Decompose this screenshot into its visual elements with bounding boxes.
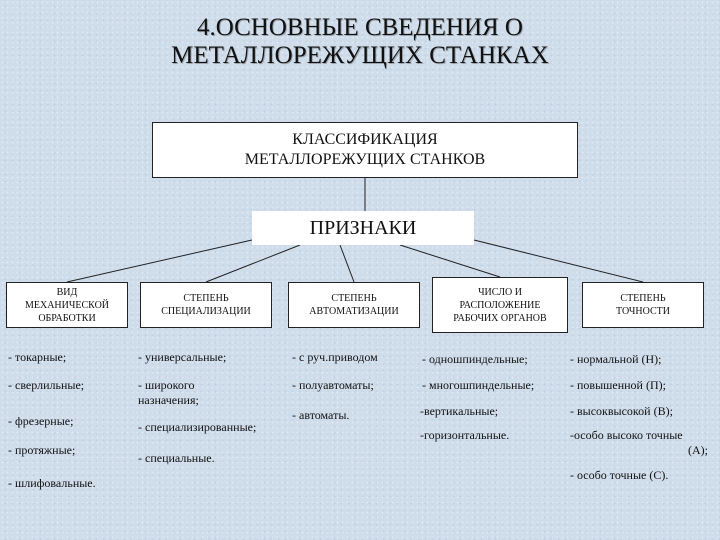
list-item: - фрезерные; (8, 414, 74, 428)
classification-box: КЛАССИФИКАЦИЯ МЕТАЛЛОРЕЖУЩИХ СТАНКОВ (152, 122, 578, 178)
list-item: - протяжные; (8, 443, 76, 457)
classification-line-1: КЛАССИФИКАЦИЯ (292, 131, 438, 148)
connector-signs-cat3 (339, 244, 355, 283)
title-line-1: 4.ОСНОВНЫЕ СВЕДЕНИЯ О (197, 14, 523, 41)
list-item: - специализированные; (138, 420, 257, 434)
list-item: - высоквысокой (В); (570, 404, 673, 418)
list-item: - полуавтоматы; (292, 378, 374, 392)
connector-signs-cat2 (205, 244, 301, 283)
category-line: ТОЧНОСТИ (615, 306, 670, 317)
connector-signs-cat1 (66, 239, 253, 283)
connector-signs-cat4 (399, 244, 501, 278)
list-item: - особо точные (С). (570, 468, 669, 482)
list-item: - токарные; (8, 350, 67, 364)
list-item: - нормальной (Н); (570, 352, 662, 366)
list-item: - сверлильные; (8, 378, 85, 392)
list-item: - автоматы. (292, 408, 350, 422)
list-item: - повышенной (П); (570, 378, 666, 392)
list-item: - универсальные; (138, 350, 227, 364)
category-line: СТЕПЕНЬ (183, 293, 229, 304)
category-specialization: СТЕПЕНЬ СПЕЦИАЛИЗАЦИИ (140, 282, 272, 328)
list-item: -горизонтальные. (420, 428, 510, 442)
category-line: АВТОМАТИЗАЦИИ (309, 306, 399, 317)
title-line-2: МЕТАЛЛОРЕЖУЩИХ СТАНКАХ (171, 42, 549, 69)
list-item: - специальные. (138, 451, 215, 465)
category-line: РАСПОЛОЖЕНИЕ (459, 299, 541, 311)
category-accuracy: СТЕПЕНЬ ТОЧНОСТИ (582, 282, 704, 328)
category-automation: СТЕПЕНЬ АВТОМАТИЗАЦИИ (288, 282, 420, 328)
list-item: - широкого (138, 378, 195, 392)
category-line: ВИД (56, 286, 78, 298)
list-item: назначения; (138, 393, 199, 407)
list-item: -вертикальные; (420, 404, 499, 418)
signs-box: ПРИЗНАКИ (252, 211, 474, 245)
signs-label: ПРИЗНАКИ (309, 216, 417, 239)
list-item: - с руч.приводом (292, 350, 378, 364)
category-machining-type: ВИД МЕХАНИЧЕСКОЙ ОБРАБОТКИ (6, 282, 128, 328)
category-line: СТЕПЕНЬ (620, 293, 666, 304)
page-title: 4.ОСНОВНЫЕ СВЕДЕНИЯ О МЕТАЛЛОРЕЖУЩИХ СТА… (0, 14, 720, 70)
category-line: СПЕЦИАЛИЗАЦИИ (161, 306, 251, 317)
category-working-organs: ЧИСЛО И РАСПОЛОЖЕНИЕ РАБОЧИХ ОРГАНОВ (432, 277, 568, 333)
list-item: - одношпиндельные; (422, 352, 528, 366)
list-item: (А); (688, 443, 708, 457)
category-line: ЧИСЛО И (478, 286, 522, 298)
list-item: - многошпиндельные; (422, 378, 535, 392)
category-line: МЕХАНИЧЕСКОЙ (24, 299, 110, 311)
list-item: - шлифовальные. (8, 476, 96, 490)
category-line: РАБОЧИХ ОРГАНОВ (453, 312, 547, 324)
connector-signs-cat5 (473, 239, 644, 283)
category-line: ОБРАБОТКИ (38, 312, 96, 324)
list-item: -особо высоко точные (570, 428, 683, 442)
classification-line-2: МЕТАЛЛОРЕЖУЩИХ СТАНКОВ (244, 151, 486, 168)
category-line: СТЕПЕНЬ (331, 293, 377, 304)
